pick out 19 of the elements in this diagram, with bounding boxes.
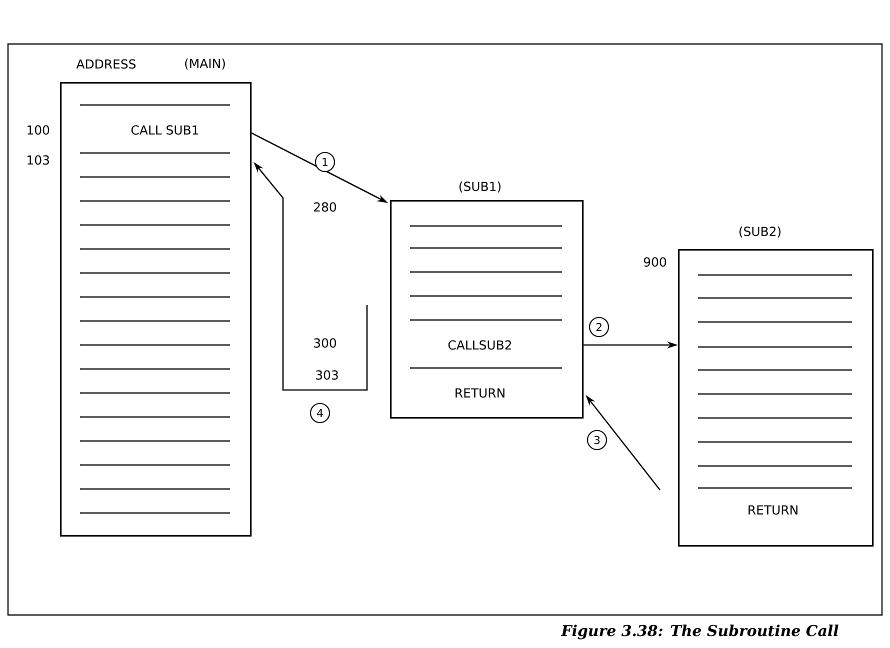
- step-number: 4: [310, 402, 330, 424]
- address-label: 900: [644, 257, 666, 267]
- box-heading: (MAIN): [185, 58, 225, 70]
- step-number: 3: [586, 430, 608, 450]
- address-label: 280: [314, 202, 336, 212]
- address-label: 303: [316, 370, 338, 380]
- address-label: 300: [314, 338, 336, 348]
- instruction-text: CALL SUB1: [131, 125, 198, 135]
- box-heading: (SUB2): [739, 226, 781, 238]
- instruction-text: CALLSUB2: [448, 340, 512, 350]
- caption: Figure 3.38: The Subroutine Call: [560, 624, 838, 640]
- step-number: 2: [588, 316, 610, 338]
- step-number: 1: [314, 152, 336, 172]
- address-label: 100: [28, 125, 50, 135]
- instruction-text: RETURN: [456, 388, 504, 398]
- column-heading: ADDRESS: [76, 59, 136, 69]
- instruction-text: RETURN: [748, 505, 798, 515]
- address-label: 103: [28, 155, 49, 165]
- box-heading: (SUB1): [459, 181, 501, 193]
